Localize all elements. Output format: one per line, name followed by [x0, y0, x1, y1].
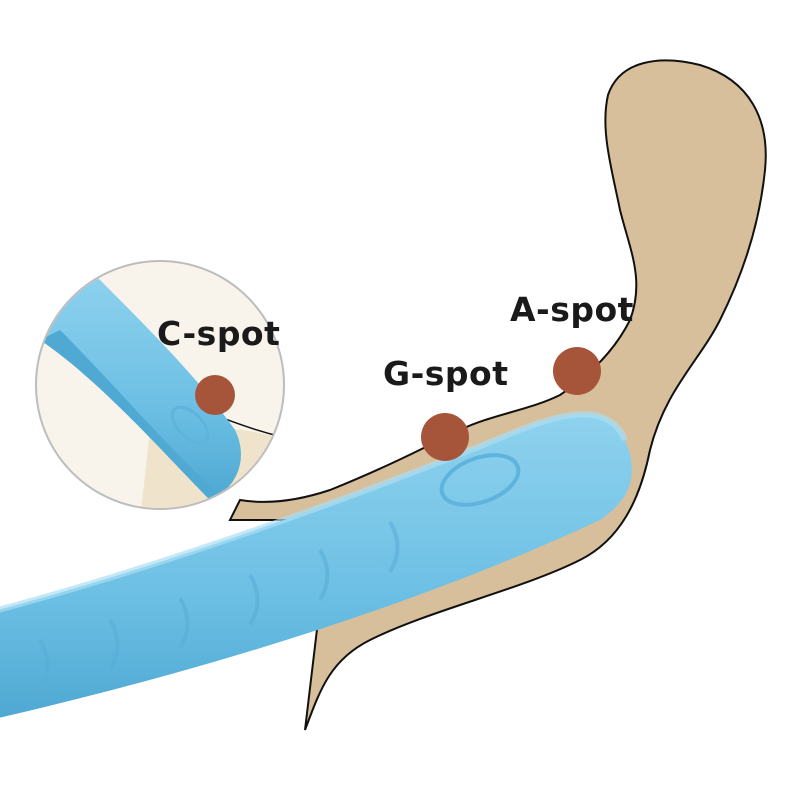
c-spot-label: C-spot — [157, 314, 281, 353]
a-spot-marker — [553, 347, 601, 395]
inset-magnifier — [35, 260, 285, 510]
g-spot-label: G-spot — [383, 354, 509, 393]
c-spot-marker — [195, 375, 235, 415]
a-spot-label: A-spot — [510, 290, 634, 329]
g-spot-marker — [421, 413, 469, 461]
device-rod — [0, 411, 632, 718]
